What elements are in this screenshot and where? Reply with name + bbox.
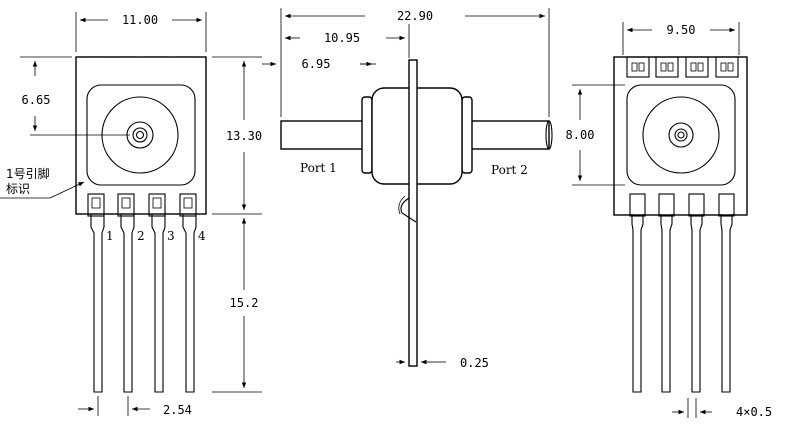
- front-pitch-dimension: 2.54: [78, 396, 192, 417]
- side-overall-length-label: 22.90: [397, 9, 433, 23]
- front-height-dimension: 13.30: [212, 56, 262, 393]
- back-port-housing: [626, 84, 736, 186]
- port1-label: Port 1: [300, 161, 337, 175]
- back-width-label: 9.50: [667, 23, 696, 37]
- back-view: 9.50 8.00 4×0.5: [566, 22, 772, 419]
- pin-number-4: 4: [198, 229, 206, 243]
- pin-number-3: 3: [167, 229, 175, 243]
- port2-tube: [461, 120, 550, 150]
- side-port-dimension: 6.95: [262, 57, 376, 71]
- back-port-height-label: 8.00: [566, 128, 595, 142]
- port1-tube: [280, 120, 374, 150]
- pin1-label-line1: 1号引脚: [6, 166, 50, 181]
- front-lead-length-dimension: 15.2: [230, 218, 259, 388]
- front-pitch-label: 2.54: [163, 403, 192, 417]
- pin-number-2: 2: [137, 229, 145, 243]
- side-port-label: 6.95: [302, 57, 331, 71]
- pin1-label-line2: 标识: [6, 182, 30, 196]
- side-overall-dimension: 22.90: [280, 8, 550, 117]
- side-lead-plate: [408, 59, 418, 367]
- side-lead-thickness-label: 0.25: [460, 356, 489, 370]
- pin-number-1: 1: [106, 229, 114, 243]
- back-top-tabs: [626, 56, 739, 78]
- pin1-marker-callout: 1号引脚 标识: [0, 166, 85, 199]
- side-half-length-label: 10.95: [324, 31, 360, 45]
- port2-label: Port 2: [491, 163, 528, 177]
- back-width-dimension: 9.50: [622, 22, 740, 55]
- front-width-label: 11.00: [122, 13, 158, 27]
- front-lead-length-label: 15.2: [230, 296, 259, 310]
- back-leads: [631, 214, 733, 393]
- front-view: 1 2 3 4 11.00 6.65 1号引脚 标识: [0, 12, 262, 417]
- front-port-offset-dimension: 6.65: [20, 56, 130, 136]
- back-body-outline: [613, 56, 748, 216]
- side-thickness-dimension: 0.25: [396, 356, 489, 370]
- side-view: 22.90 10.95 6.95 Port 1 Port 2 0.25: [262, 8, 553, 370]
- front-leads: [90, 214, 197, 393]
- front-body-height-label: 13.30: [226, 129, 262, 143]
- front-lead-collars: [87, 193, 197, 217]
- front-width-dimension: 11.00: [75, 12, 207, 52]
- side-half-dimension: 10.95: [285, 24, 410, 58]
- back-port-height-dimension: 8.00: [566, 84, 625, 186]
- front-port-offset-label: 6.65: [22, 93, 51, 107]
- back-lead-width-label: 4×0.5: [736, 405, 772, 419]
- back-lead-width-dimension: 4×0.5: [672, 398, 772, 419]
- front-body-outline: [75, 56, 207, 215]
- back-lead-collars: [629, 193, 735, 217]
